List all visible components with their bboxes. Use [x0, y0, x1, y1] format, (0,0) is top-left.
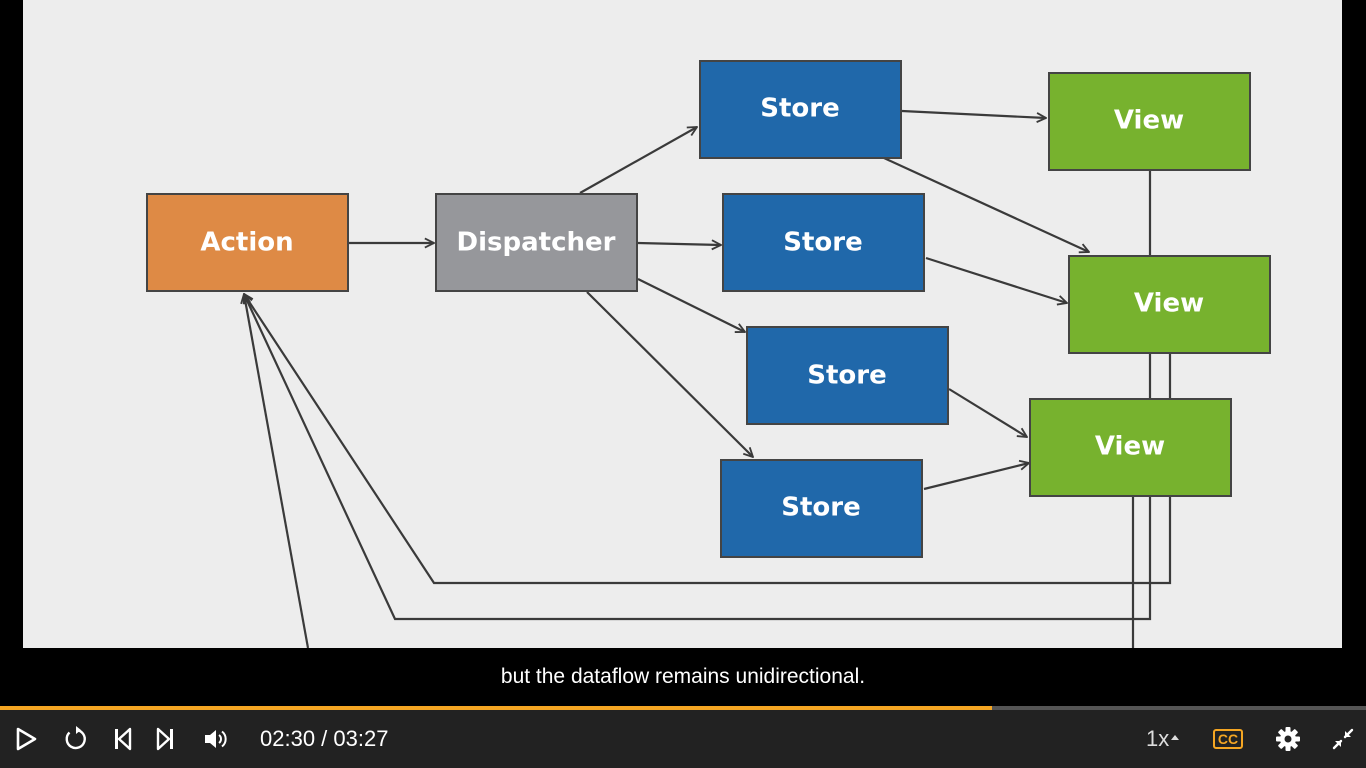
arrow-store4-view3	[923, 463, 1029, 491]
settings-gear-icon	[1276, 727, 1300, 751]
volume-button[interactable]	[201, 724, 231, 754]
subtitle-area: but the dataflow remains unidirectional.	[0, 663, 1366, 691]
volume-icon	[205, 730, 227, 748]
store-box: Store	[720, 459, 923, 558]
closed-captions-button[interactable]: CC	[1213, 729, 1243, 749]
play-icon	[16, 727, 37, 751]
action-box: Action	[146, 193, 349, 292]
play-button[interactable]	[10, 724, 40, 754]
store-label: Store	[807, 361, 886, 391]
replay-icon	[65, 726, 86, 750]
feedback-line-outer	[244, 294, 1152, 621]
view-label: View	[1095, 432, 1165, 462]
arrow-store3-view3	[948, 388, 1027, 437]
action-label: Action	[200, 228, 293, 258]
flux-diagram: Action Dispatcher Store Store Store	[146, 60, 1271, 648]
progress-fill	[0, 706, 992, 710]
control-bar: 02:30 / 03:27 1x CC	[0, 710, 1366, 768]
store-box: Store	[699, 60, 902, 159]
caret-up-icon	[1171, 734, 1180, 740]
playback-speed-button[interactable]: 1x	[1146, 724, 1180, 754]
view-box: View	[1048, 72, 1251, 171]
view-box: View	[1068, 255, 1271, 354]
skip-forward-icon	[156, 727, 173, 751]
time-display: 02:30 / 03:27	[260, 726, 389, 751]
playback-speed-label: 1x	[1146, 726, 1170, 751]
arrow-dispatcher-store3	[637, 278, 745, 333]
arrow-store2-view2	[925, 256, 1067, 303]
view-label: View	[1114, 106, 1184, 136]
skip-forward-button[interactable]	[151, 724, 181, 754]
store-label: Store	[783, 228, 862, 258]
settings-button[interactable]	[1273, 724, 1303, 754]
exit-fullscreen-icon	[1332, 728, 1354, 750]
arrow-dispatcher-store1	[579, 127, 697, 194]
skip-back-button[interactable]	[107, 724, 137, 754]
arrow-dispatcher-store2	[637, 243, 721, 245]
arrow-store1-view2	[883, 157, 1089, 252]
subtitle-text: but the dataflow remains unidirectional.	[494, 663, 872, 691]
progress-bar[interactable]	[0, 706, 1366, 710]
video-frame[interactable]: Action Dispatcher Store Store Store	[23, 0, 1342, 648]
store-label: Store	[781, 493, 860, 523]
dispatcher-label: Dispatcher	[457, 228, 616, 258]
arrow-dispatcher-store4	[586, 291, 753, 457]
store-box: Store	[746, 326, 949, 425]
feedback-line-bottom	[244, 294, 310, 648]
dispatcher-box: Dispatcher	[435, 193, 638, 292]
skip-back-icon	[115, 727, 132, 751]
arrow-store1-view1	[901, 109, 1046, 118]
view-label: View	[1134, 289, 1204, 319]
replay-button[interactable]	[60, 724, 90, 754]
store-label: Store	[760, 94, 839, 124]
view-box: View	[1029, 398, 1232, 497]
store-box: Store	[722, 193, 925, 292]
exit-fullscreen-button[interactable]	[1328, 724, 1358, 754]
